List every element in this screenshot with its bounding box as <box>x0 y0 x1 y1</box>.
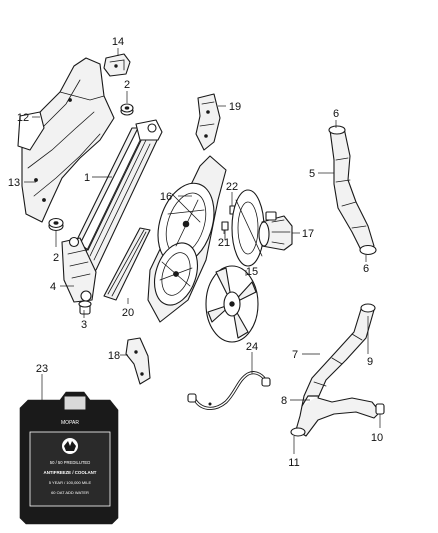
radiator-drain-cock <box>78 300 92 315</box>
callout-2-upper: 2 <box>124 79 130 91</box>
leader-lines <box>24 48 381 454</box>
callout-18: 18 <box>108 350 120 362</box>
radiator-isolator-lower <box>48 217 64 232</box>
callout-15: 15 <box>246 266 258 278</box>
fan-motor <box>258 211 293 251</box>
callout-21: 21 <box>218 237 230 249</box>
jug-label-line1: 50 / 50 PREDILUTED <box>50 460 91 465</box>
callout-24: 24 <box>246 341 258 353</box>
upper-radiator-hose <box>328 125 377 256</box>
callout-3: 3 <box>81 319 87 331</box>
callout-13: 13 <box>8 177 20 189</box>
jug-label-line3: 5 YEAR / 100,000 MILE <box>49 480 92 485</box>
callout-19: 19 <box>229 101 241 113</box>
fan-blade <box>205 265 259 343</box>
callout-20: 20 <box>122 307 134 319</box>
jug-brand: MOPAR <box>61 420 79 426</box>
upper-bracket <box>103 53 131 77</box>
callout-labels: 1 2 2 3 4 5 6 6 7 8 9 10 11 12 13 14 15 … <box>8 36 383 469</box>
callout-16: 16 <box>160 191 172 203</box>
callout-1: 1 <box>84 172 90 184</box>
callout-14: 14 <box>112 36 124 48</box>
radiator-isolator-upper <box>120 103 134 116</box>
radiator <box>61 119 163 303</box>
overflow-tube <box>187 371 271 410</box>
lower-radiator-hose <box>290 303 385 437</box>
callout-4: 4 <box>50 281 56 293</box>
jug-label-line4: 60 OAT ADD WATER <box>51 490 89 495</box>
callout-2-lower: 2 <box>53 252 59 264</box>
lower-bracket <box>125 337 151 385</box>
coolant-jug: MOPAR 50 / 50 PREDILUTED ANTIFREEZE / CO… <box>19 391 119 525</box>
callout-22: 22 <box>226 181 238 193</box>
callout-7: 7 <box>292 349 298 361</box>
callout-8: 8 <box>281 395 287 407</box>
callout-12: 12 <box>17 112 29 124</box>
jug-label-line2: ANTIFREEZE / COOLANT <box>44 470 97 475</box>
callout-17: 17 <box>302 228 314 240</box>
fan-bracket <box>195 93 221 151</box>
air-deflector-shroud <box>17 57 115 223</box>
callout-6-upper: 6 <box>333 108 339 120</box>
callout-5: 5 <box>309 168 315 180</box>
lower-air-seal <box>103 227 151 301</box>
callout-6-lower: 6 <box>363 263 369 275</box>
callout-23: 23 <box>36 363 48 375</box>
fan-shroud <box>147 155 227 323</box>
callout-11: 11 <box>288 457 299 469</box>
callout-10: 10 <box>371 432 383 444</box>
callout-9: 9 <box>367 356 373 368</box>
